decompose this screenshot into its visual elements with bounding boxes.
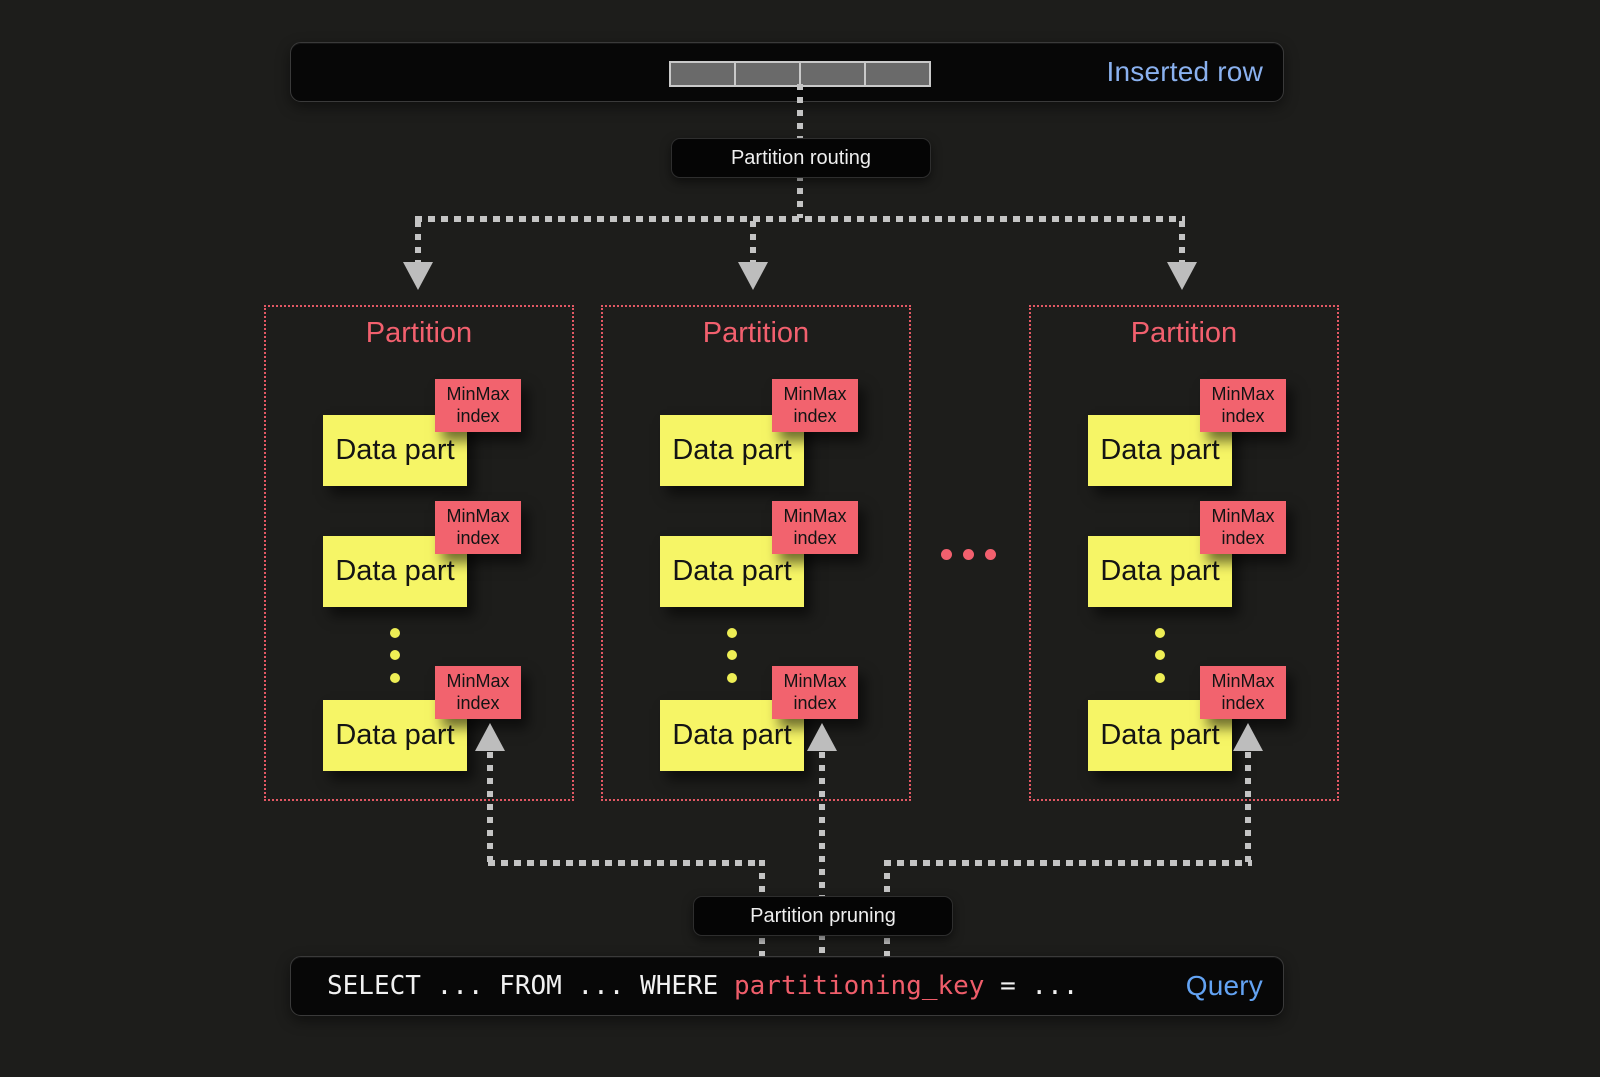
partition-box-2: Partition MinMax index Data part MinMax … [601,305,911,801]
partition-box-3: Partition MinMax index Data part MinMax … [1029,305,1339,801]
routing-label-box: Partition routing [671,138,931,178]
more-partitions-ellipsis [941,549,1001,560]
pruning-riser-2 [819,752,825,956]
minmax-index-tag: MinMax index [435,379,521,432]
sql-suffix: = ... [984,971,1079,1001]
inserted-row-panel: Inserted row [290,42,1284,102]
pruning-line-right [884,860,1252,866]
query-panel: SELECT ... FROM ... WHERE partitioning_k… [290,956,1284,1016]
minmax-index-tag: MinMax index [772,501,858,554]
minmax-index-tag: MinMax index [1200,379,1286,432]
minmax-index-tag: MinMax index [1200,666,1286,719]
partition-title: Partition [365,317,473,349]
partition-title: Partition [1130,317,1238,349]
arrow-up-icon [807,723,837,751]
arrow-down-icon [1167,262,1197,290]
pruning-line-left [488,860,764,866]
pruning-riser-3 [1245,752,1251,866]
routing-label: Partition routing [730,146,872,169]
row-segment-cell [669,61,736,87]
minmax-index-tag: MinMax index [435,666,521,719]
sql-text: SELECT ... FROM ... WHERE partitioning_k… [327,971,1078,1001]
more-parts-ellipsis [390,628,400,684]
pruning-riser-1 [487,752,493,866]
data-part-box: Data part [1088,415,1232,486]
row-segment-cell [799,61,866,87]
arrow-up-icon [1233,723,1263,751]
arrow-down-icon [738,262,768,290]
row-segment-cell [864,61,931,87]
partition-title: Partition [702,317,810,349]
data-part-box: Data part [660,536,804,607]
minmax-index-tag: MinMax index [435,501,521,554]
branch-line-2 [750,221,756,263]
data-part-box: Data part [1088,700,1232,771]
branch-line-1 [415,221,421,263]
data-part-box: Data part [323,415,467,486]
branch-line-3 [1179,221,1185,263]
minmax-index-tag: MinMax index [772,666,858,719]
arrow-up-icon [475,723,505,751]
query-label: Query [1185,970,1263,1001]
data-part-box: Data part [323,700,467,771]
arrow-down-icon [403,262,433,290]
more-parts-ellipsis [727,628,737,684]
data-part-box: Data part [323,536,467,607]
pruning-label: Partition pruning [750,904,896,927]
row-segment-cell [734,61,801,87]
more-parts-ellipsis [1155,628,1165,684]
branch-line-horizontal [415,216,1185,222]
partition-box-1: Partition MinMax index Data part MinMax … [264,305,574,801]
sql-partitioning-key: partitioning_key [734,971,985,1001]
inserted-row-label: Inserted row [1106,56,1263,87]
row-segments-bar [669,61,931,87]
pruning-label-box: Partition pruning [693,896,953,936]
data-part-box: Data part [660,700,804,771]
minmax-index-tag: MinMax index [772,379,858,432]
minmax-index-tag: MinMax index [1200,501,1286,554]
sql-prefix: SELECT ... FROM ... WHERE [327,971,734,1001]
